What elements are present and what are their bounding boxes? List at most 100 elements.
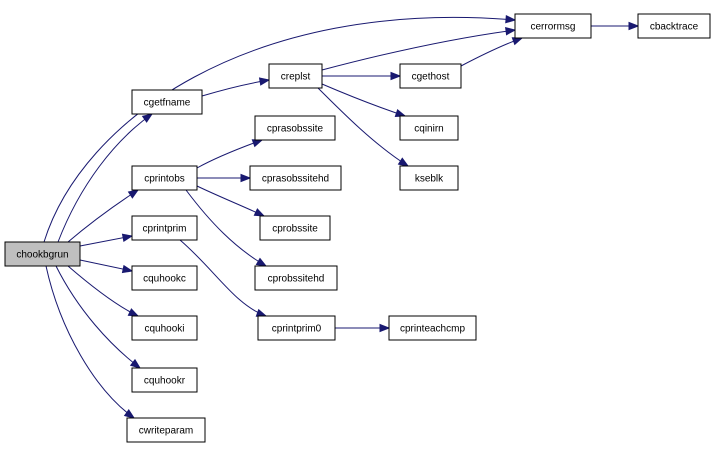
arrow-head-icon: [258, 77, 271, 86]
edge-creplst-to-cqinirn: [321, 83, 407, 118]
node-cprobssite[interactable]: cprobssite: [259, 215, 331, 241]
arrow-head-icon: [253, 208, 266, 217]
arrow-head-icon: [240, 173, 252, 183]
node-cquhooki[interactable]: cquhooki: [131, 315, 198, 341]
edge-cgetfname-to-creplst: [201, 77, 271, 97]
node-box[interactable]: [257, 315, 336, 341]
edge-line: [43, 16, 516, 243]
node-cgethost[interactable]: cgethost: [399, 63, 462, 89]
node-label: cquhooki: [144, 324, 184, 335]
arrow-head-icon: [123, 409, 136, 419]
arrow-head-icon: [255, 257, 268, 267]
node-cprintprim[interactable]: cprintprim: [131, 215, 198, 241]
node-box[interactable]: [131, 165, 198, 191]
node-cprintprim0[interactable]: cprintprim0: [257, 315, 336, 341]
edge-chookbgrun-to-cprintobs: [67, 189, 140, 243]
edge-line: [55, 265, 141, 369]
arrow-head-icon: [505, 27, 517, 36]
edge-chookbgrun-to-cprintprim: [79, 233, 134, 247]
arrow-head-icon: [628, 21, 640, 31]
arrow-head-icon: [121, 233, 134, 242]
node-box[interactable]: [399, 115, 459, 141]
node-box[interactable]: [254, 115, 336, 141]
edge-line: [196, 139, 263, 169]
node-box[interactable]: [249, 165, 342, 191]
node-label: chookbgrun: [16, 250, 68, 261]
node-kseblk[interactable]: kseblk: [399, 165, 459, 191]
arrow-head-icon: [505, 14, 517, 24]
edge-chookbgrun-to-cquhookr: [55, 265, 142, 369]
node-box[interactable]: [131, 215, 198, 241]
node-cprintobs[interactable]: cprintobs: [131, 165, 198, 191]
node-label: creplst: [281, 72, 311, 83]
node-box[interactable]: [254, 265, 338, 291]
node-box[interactable]: [388, 315, 477, 341]
edge-cerrormsg-to-cbacktrace: [591, 21, 640, 31]
node-box[interactable]: [259, 215, 331, 241]
arrow-head-icon: [121, 264, 134, 274]
arrow-head-icon: [511, 37, 524, 46]
node-cerrormsg[interactable]: cerrormsg: [514, 13, 592, 39]
edge-cprintobs-to-cprasobssite: [196, 139, 264, 169]
edge-line: [460, 37, 523, 67]
edge-line: [57, 113, 153, 243]
node-box[interactable]: [131, 265, 198, 291]
node-label: cprasobssitehd: [262, 174, 329, 185]
node-cprinteachcmp[interactable]: cprinteachcmp: [388, 315, 477, 341]
edge-creplst-to-cgethost: [322, 71, 402, 81]
arrow-head-icon: [141, 113, 154, 123]
node-box[interactable]: [268, 63, 323, 89]
node-cwriteparam[interactable]: cwriteparam: [126, 417, 206, 443]
node-label: cprobssite: [272, 224, 318, 235]
node-cprasobssite[interactable]: cprasobssite: [254, 115, 336, 141]
node-label: cqinirn: [414, 124, 443, 135]
node-creplst[interactable]: creplst: [268, 63, 323, 89]
node-label: cprintprim: [143, 224, 187, 235]
node-label: cquhookr: [144, 376, 186, 387]
arrow-head-icon: [397, 157, 410, 167]
node-label: cprasobssite: [267, 124, 324, 135]
arrow-head-icon: [127, 308, 140, 317]
edge-cgethost-to-cerrormsg: [460, 37, 524, 67]
arrow-head-icon: [127, 189, 140, 199]
node-label: cquhookc: [143, 274, 186, 285]
node-cqinirn[interactable]: cqinirn: [399, 115, 459, 141]
edge-creplst-to-kseblk: [317, 87, 410, 167]
edge-chookbgrun-to-cquhookc: [79, 259, 134, 274]
node-cquhookc[interactable]: cquhookc: [131, 265, 198, 291]
node-box[interactable]: [637, 13, 711, 39]
arrow-head-icon: [390, 71, 402, 81]
node-box[interactable]: [514, 13, 592, 39]
edge-line: [185, 189, 267, 267]
edge-line: [201, 79, 270, 97]
node-label: cprinteachcmp: [400, 324, 465, 335]
node-cprobssitehd[interactable]: cprobssitehd: [254, 265, 338, 291]
node-cbacktrace[interactable]: cbacktrace: [637, 13, 711, 39]
nodes-layer: chookbgrun cgetfname cprintobs cprintprim cq…: [4, 13, 711, 443]
node-box[interactable]: [126, 417, 206, 443]
node-label: cgetfname: [144, 98, 191, 109]
node-cprasobssitehd[interactable]: cprasobssitehd: [249, 165, 342, 191]
edge-chookbgrun-to-cwriteparam: [45, 265, 136, 419]
edge-chookbgrun-to-cgetfname: [57, 113, 154, 243]
node-box[interactable]: [4, 241, 81, 267]
edge-cprintobs-to-cprobssite: [196, 185, 266, 217]
edge-line: [45, 265, 135, 419]
node-label: cprobssitehd: [268, 274, 325, 285]
node-box[interactable]: [399, 165, 459, 191]
edge-line: [321, 29, 516, 71]
node-label: cerrormsg: [530, 22, 575, 33]
node-cquhookr[interactable]: cquhookr: [131, 367, 198, 393]
edge-line: [67, 265, 139, 317]
node-chookbgrun[interactable]: chookbgrun: [4, 241, 81, 267]
edge-line: [317, 87, 409, 167]
node-label: cgethost: [412, 72, 450, 83]
node-box[interactable]: [131, 315, 198, 341]
node-cgetfname[interactable]: cgetfname: [131, 89, 203, 115]
node-box[interactable]: [399, 63, 462, 89]
node-box[interactable]: [131, 89, 203, 115]
edge-cprintobs-to-cprasobssitehd: [197, 173, 252, 183]
edges-layer: [43, 14, 640, 419]
node-box[interactable]: [131, 367, 198, 393]
